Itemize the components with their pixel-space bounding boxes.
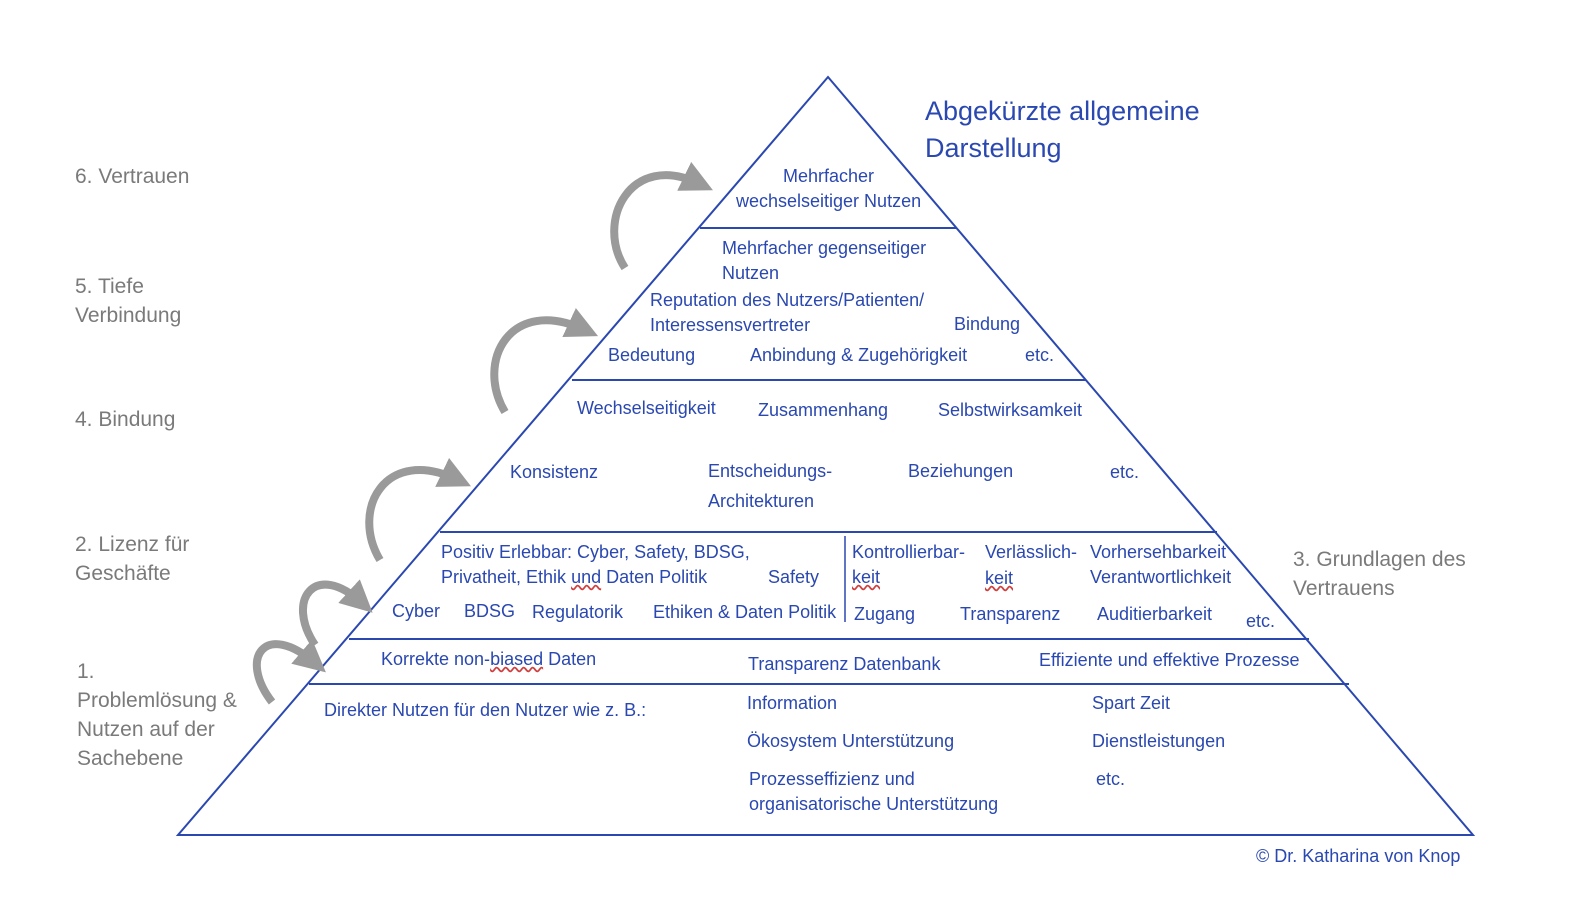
tier4-etc: etc. (1110, 462, 1140, 482)
tier2-effiziente-prozesse: Effiziente und effektive Prozesse (1039, 650, 1300, 670)
tier1-oekosystem: Ökosystem Unterstützung (747, 731, 955, 751)
level-label-5-line2: Verbindung (75, 304, 182, 327)
curved-arrow-icon-6 (610, 161, 713, 271)
tier3-transparenz: Transparenz (960, 604, 1061, 624)
tier1-dienstleistungen: Dienstleistungen (1092, 731, 1226, 751)
tier3-bdsg: BDSG (464, 601, 516, 621)
tier3-positiv-line1: Positiv Erlebbar: Cyber, Safety, BDSG, (441, 542, 750, 562)
tier3-regulatorik: Regulatorik (532, 602, 624, 622)
tier5-anbindung: Anbindung & Zugehörigkeit (750, 345, 968, 365)
tier6-text-line2: wechselseitiger Nutzen (736, 191, 922, 211)
tier3-safety: Safety (768, 567, 820, 587)
tier3-verlaesslichkeit-line1: Verlässlich- (985, 542, 1078, 562)
tier3-kontrollierbarkeit-line2: keit (852, 567, 881, 587)
tier1-information: Information (747, 693, 838, 713)
level-label-1-line1: 1. (77, 660, 95, 683)
level-label-1-line4: Sachebene (77, 747, 184, 770)
tier1-direkter-nutzen: Direkter Nutzen für den Nutzer wie z. B.… (324, 700, 647, 720)
tier4-entscheidungs-line2: Architekturen (708, 491, 815, 511)
curved-arrow-icon-4 (365, 457, 471, 563)
tier5-mutual-benefit-line2: Nutzen (722, 263, 780, 283)
diagram-title-line1: Abgekürzte allgemeine (925, 96, 1200, 126)
level-label-3-line1: 3. Grundlagen des (1293, 548, 1466, 571)
tier5-reputation-line1: Reputation des Nutzers/Patienten/ (650, 290, 925, 310)
curved-arrow-icon-2 (252, 639, 326, 705)
level-label-3-line2: Vertrauens (1293, 577, 1395, 600)
tier4-entscheidungs-line1: Entscheidungs- (708, 461, 833, 481)
tier1-prozesseffizienz-line2: organisatorische Unterstützung (749, 794, 999, 814)
tier4-zusammenhang: Zusammenhang (758, 400, 889, 420)
tier2-korrekte-daten: Korrekte non-biased Daten (381, 649, 597, 669)
tier2-transparenz-datenbank: Transparenz Datenbank (748, 654, 941, 674)
tier3-positiv-line2: Privatheit, Ethik und Daten Politik (441, 567, 708, 587)
level-label-4: 4. Bindung (75, 408, 176, 431)
tier3-auditierbarkeit: Auditierbarkeit (1097, 604, 1213, 624)
tier4-selbstwirksamkeit: Selbstwirksamkeit (938, 400, 1083, 420)
level-label-2-line1: 2. Lizenz für (75, 533, 190, 556)
tier1-spart-zeit: Spart Zeit (1092, 693, 1171, 713)
tier3-vorhersehbarkeit: Vorhersehbarkeit (1090, 542, 1227, 562)
tier5-reputation-line2: Interessensvertreter (650, 315, 811, 335)
tier3-cyber: Cyber (392, 601, 441, 621)
level-label-1-line3: Nutzen auf der (77, 718, 215, 741)
level-label-6: 6. Vertrauen (75, 165, 190, 188)
diagram-title-line2: Darstellung (925, 133, 1062, 163)
tier6-text-line1: Mehrfacher (783, 166, 875, 186)
copyright-notice: © Dr. Katharina von Knop (1256, 846, 1461, 866)
tier1-etc: etc. (1096, 769, 1126, 789)
tier3-etc: etc. (1246, 611, 1276, 631)
tier4-wechselseitigkeit: Wechselseitigkeit (577, 398, 716, 418)
tier1-prozesseffizienz-line1: Prozesseffizienz und (749, 769, 915, 789)
tier4-konsistenz: Konsistenz (510, 462, 599, 482)
tier3-kontrollierbarkeit-line1: Kontrollierbar- (852, 542, 966, 562)
tier5-mutual-benefit-line1: Mehrfacher gegenseitiger (722, 238, 927, 258)
tier5-etc: etc. (1025, 345, 1055, 365)
tier5-bindung: Bindung (954, 314, 1021, 334)
curved-arrow-icon-5 (490, 308, 599, 415)
level-label-2-line2: Geschäfte (75, 562, 171, 585)
level-label-1-line2: Problemlösung & (77, 689, 237, 712)
tier3-zugang: Zugang (854, 604, 916, 624)
pyramid-outline (175, 75, 1476, 836)
level-label-5-line1: 5. Tiefe (75, 275, 144, 298)
tier3-verantwortlichkeit: Verantwortlichkeit (1090, 567, 1232, 587)
tier3-verlaesslichkeit-line2: keit (985, 568, 1014, 588)
tier5-bedeutung: Bedeutung (608, 345, 696, 365)
tier4-beziehungen: Beziehungen (908, 461, 1014, 481)
curved-arrow-icon-3 (299, 579, 373, 648)
tier3-ethiken: Ethiken & Daten Politik (653, 602, 837, 622)
